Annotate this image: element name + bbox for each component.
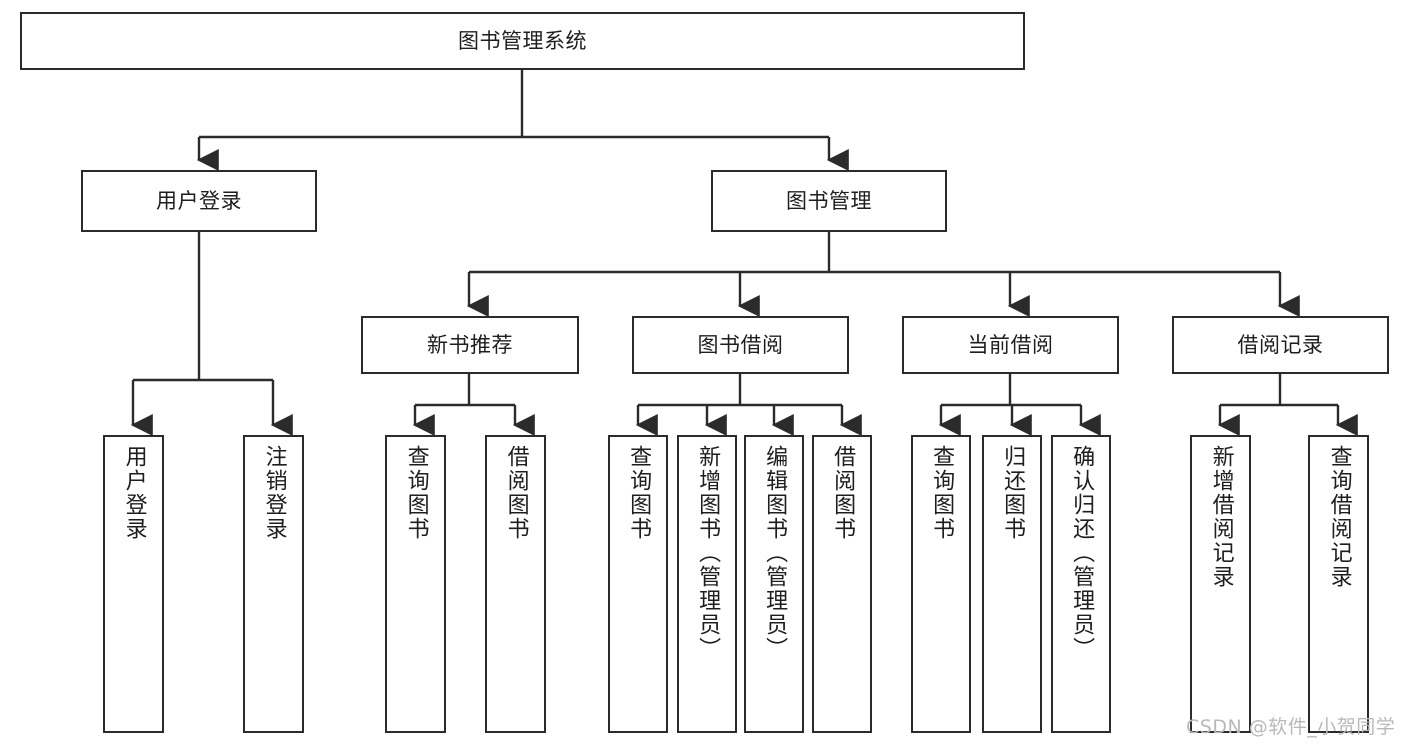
node-label: 借阅记录 bbox=[1237, 332, 1324, 357]
leaf-query-book-borrow[interactable]: 查询图书 bbox=[608, 435, 668, 733]
node-label: 新增图书（管理员） bbox=[695, 445, 721, 661]
node-label: 图书借阅 bbox=[697, 332, 784, 357]
leaf-user-login[interactable]: 用户登录 bbox=[103, 435, 164, 733]
node-book-management[interactable]: 图书管理 bbox=[711, 170, 947, 232]
watermark: CSDN @软件_小贺同学 bbox=[1186, 716, 1396, 738]
node-label: 图书管理系统 bbox=[458, 28, 587, 53]
leaf-add-book-admin[interactable]: 新增图书（管理员） bbox=[677, 435, 737, 733]
leaf-query-borrow-record[interactable]: 查询借阅记录 bbox=[1308, 435, 1369, 733]
leaf-borrow-book[interactable]: 借阅图书 bbox=[812, 435, 872, 733]
node-borrow-record[interactable]: 借阅记录 bbox=[1172, 316, 1389, 374]
node-label: 图书管理 bbox=[786, 188, 872, 213]
node-label: 编辑图书（管理员） bbox=[762, 445, 788, 661]
node-label: 新书推荐 bbox=[427, 332, 513, 357]
node-label: 用户登录 bbox=[156, 188, 242, 213]
leaf-logout[interactable]: 注销登录 bbox=[243, 435, 304, 733]
node-label: 归还图书 bbox=[1000, 445, 1026, 541]
leaf-query-book-current[interactable]: 查询图书 bbox=[911, 435, 971, 733]
node-label: 当前借阅 bbox=[967, 332, 1054, 357]
node-book-borrow[interactable]: 图书借阅 bbox=[632, 316, 849, 374]
node-label: 用户登录 bbox=[121, 445, 147, 541]
node-label: 新增借阅记录 bbox=[1208, 445, 1234, 589]
node-root[interactable]: 图书管理系统 bbox=[20, 12, 1025, 70]
node-label: 借阅图书 bbox=[830, 445, 856, 541]
leaf-query-book-newbook[interactable]: 查询图书 bbox=[385, 435, 446, 733]
node-label: 查询图书 bbox=[929, 445, 955, 541]
node-label: 注销登录 bbox=[261, 445, 287, 541]
node-user-login[interactable]: 用户登录 bbox=[81, 170, 317, 232]
leaf-return-book[interactable]: 归还图书 bbox=[982, 435, 1042, 733]
node-new-book-recommend[interactable]: 新书推荐 bbox=[361, 316, 579, 374]
leaf-borrow-book-newbook[interactable]: 借阅图书 bbox=[485, 435, 546, 733]
node-current-borrow[interactable]: 当前借阅 bbox=[902, 316, 1119, 374]
node-label: 确认归还（管理员） bbox=[1069, 445, 1095, 661]
node-label: 查询图书 bbox=[403, 445, 429, 541]
leaf-confirm-return-admin[interactable]: 确认归还（管理员） bbox=[1051, 435, 1111, 733]
node-label: 查询图书 bbox=[626, 445, 652, 541]
leaf-edit-book-admin[interactable]: 编辑图书（管理员） bbox=[744, 435, 804, 733]
node-label: 借阅图书 bbox=[503, 445, 529, 541]
node-label: 查询借阅记录 bbox=[1326, 445, 1352, 589]
leaf-add-borrow-record[interactable]: 新增借阅记录 bbox=[1190, 435, 1251, 733]
